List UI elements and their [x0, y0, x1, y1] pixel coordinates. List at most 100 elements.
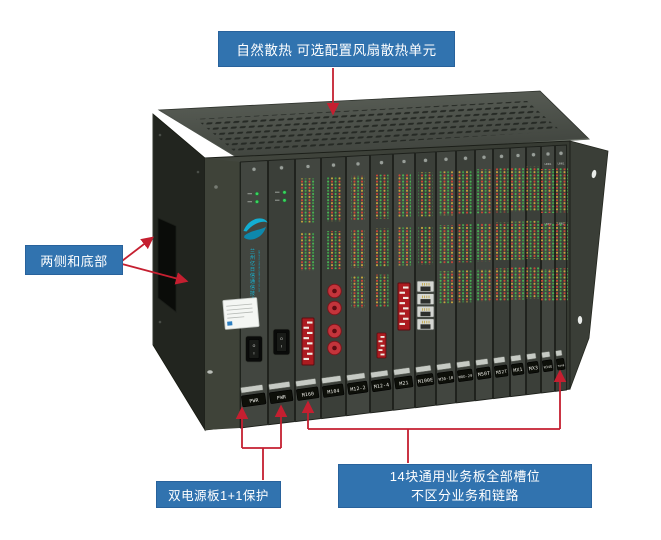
service-slots-callout-line2: 不区分业务和链路	[410, 488, 519, 503]
led-bank	[374, 228, 389, 267]
card-name-plate	[241, 392, 267, 408]
card-name-text: M52T	[496, 369, 508, 377]
card-screw	[443, 157, 449, 162]
card-connector-strip	[541, 351, 551, 359]
card-screw	[423, 158, 428, 163]
card-connector-strip	[321, 375, 342, 384]
card-name-plate	[296, 386, 320, 401]
card-name-plate	[457, 368, 474, 382]
card-name-text: M104	[327, 388, 340, 396]
led-bank	[458, 170, 473, 215]
power-callout-fork	[242, 447, 281, 480]
led-bank	[458, 224, 473, 263]
card-screw	[481, 155, 487, 160]
sides-bottom-callout-label: 两侧和底部	[25, 245, 123, 275]
card-connector-strip	[295, 378, 317, 387]
right-rack-ear	[569, 140, 609, 390]
led-bank	[494, 168, 509, 213]
svg-text:O: O	[280, 337, 283, 341]
card-connector-strip	[393, 367, 411, 376]
card-name-text: M50T	[478, 371, 491, 379]
card-name-plate	[371, 378, 392, 392]
card-name-plate	[416, 373, 435, 387]
slot-m12-2-4-card: M12-2	[346, 154, 370, 417]
top-vents	[196, 101, 561, 152]
card-name-plate	[347, 380, 369, 395]
card-connector-strip	[370, 369, 389, 379]
card-screw	[545, 151, 551, 157]
led-bank	[351, 229, 365, 268]
led-bank	[326, 177, 341, 222]
led-bank	[374, 274, 389, 307]
service-slots-callout-label: 14块通用业务板全部槽位 不区分业务和链路	[338, 464, 592, 508]
led-bank	[541, 222, 555, 261]
led-bank	[511, 221, 525, 260]
card-name-plate	[322, 383, 345, 398]
card-connector-strip	[510, 354, 522, 362]
card-connector-strip	[456, 360, 471, 369]
power-led	[255, 191, 259, 196]
card-name-plate	[527, 361, 540, 374]
led-bank	[526, 266, 541, 299]
brand-text-cn: 信	[250, 271, 255, 279]
brand-logo-bird	[243, 218, 268, 232]
led-bank	[511, 267, 525, 300]
card-name-text: M160	[302, 391, 315, 399]
side-vent-slot	[157, 217, 177, 313]
slot-mx3-13-card: MX3	[526, 145, 541, 396]
slot-m50t-10-card: M50T	[475, 148, 493, 402]
arrow-side-upper	[121, 236, 154, 262]
card-screw	[531, 152, 536, 157]
card-screw	[401, 159, 407, 164]
service-slots-callout-line1: 14块通用业务板全部槽位	[389, 469, 541, 484]
brand-text-cn: 技	[250, 289, 255, 297]
rack-screw-hole	[591, 169, 597, 179]
card-name-plate	[542, 359, 554, 372]
led-bank	[554, 268, 568, 301]
slot-m30-1b-8-card: M30-1B	[436, 150, 456, 406]
slot-m12-4-5-card: M12-4	[370, 153, 393, 414]
led-bank	[526, 166, 541, 211]
led-bank	[477, 169, 491, 214]
led-bank	[326, 231, 341, 270]
led-bank	[439, 171, 453, 216]
led-bank	[511, 167, 525, 212]
card-name-text: PWR	[249, 398, 259, 405]
rack-screw-hole	[577, 316, 583, 324]
svg-text:I: I	[281, 345, 282, 349]
card-connector-strip	[475, 358, 489, 366]
chassis-body: 兰州亿日信通信技术有限公司LANZHOU YIRIXIN COMM TECH C…	[152, 90, 609, 432]
led-bank	[541, 268, 555, 301]
card-name-text: M34E	[544, 364, 553, 369]
card-screw	[355, 161, 361, 167]
card-name-text: MOD-20	[458, 374, 472, 380]
card-name-plate	[437, 370, 455, 385]
slot-m34e-14-card: LINK1LINK2M34E	[541, 145, 555, 394]
slot-m160-2-card: M160	[295, 157, 321, 423]
slots-callout-rail	[308, 428, 560, 463]
card-name-text: M34B	[558, 364, 565, 368]
card-connector-strip	[493, 356, 506, 364]
card-name-plate	[511, 362, 525, 376]
card-connector-strip	[346, 372, 366, 381]
led-bank	[301, 232, 315, 271]
card-name-text: M12-2	[350, 385, 366, 393]
card-slots: 兰州亿日信通信技术有限公司LANZHOU YIRIXIN COMM TECH C…	[222, 144, 568, 429]
led-bank	[351, 275, 365, 308]
led-bank	[301, 178, 315, 223]
led-bank	[554, 168, 568, 213]
svg-text:O: O	[253, 344, 256, 348]
card-name-text: PWR	[277, 394, 287, 401]
slot-mx1-12-card: MX1	[510, 146, 526, 398]
callout-arrows	[121, 68, 567, 480]
card-screw	[558, 151, 564, 156]
slot-pwr-0-card: 兰州亿日信通信技术有限公司LANZHOU YIRIXIN COMM TECH C…	[222, 160, 268, 429]
led-bank	[554, 222, 568, 261]
brand-text-en: LANZHOU YIRIXIN COMM TECH CO.,LTD	[258, 250, 261, 292]
led-bank	[374, 174, 389, 219]
card-name-plate	[494, 364, 509, 378]
chassis-top-vented-panel	[157, 90, 590, 162]
brand-text-cn: 信	[250, 283, 255, 291]
